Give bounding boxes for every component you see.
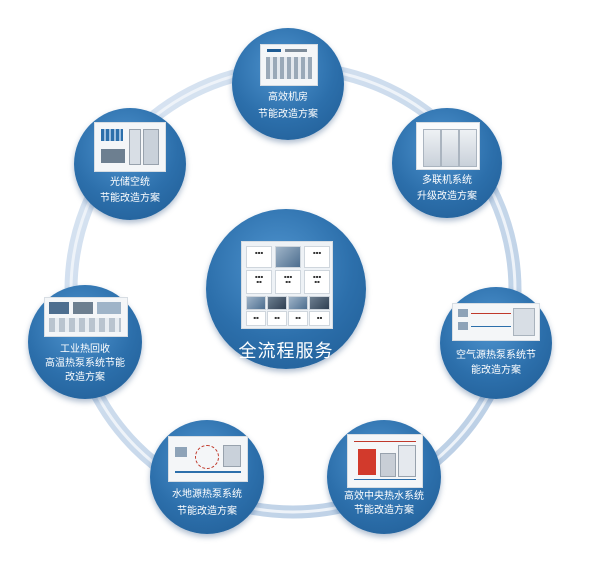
collage-cell (246, 296, 266, 310)
node-label-line1: 多联机系统 (422, 175, 472, 186)
collage-cell (275, 246, 301, 268)
center-label: 全流程服务 (238, 341, 334, 362)
node-multi-split: 多联机系统 升级改造方案 (392, 108, 502, 218)
center-collage: ▪▪▪ ▪▪▪ ▪▪▪▪▪ ▪▪▪▪▪ ▪▪▪▪▪ ▪▪ ▪▪ ▪▪ ▪▪ (241, 241, 333, 329)
solar-storage-thumbnail (94, 122, 166, 172)
center-node: ▪▪▪ ▪▪▪ ▪▪▪▪▪ ▪▪▪▪▪ ▪▪▪▪▪ ▪▪ ▪▪ ▪▪ ▪▪ 全流… (206, 209, 366, 369)
collage-cell: ▪▪▪▪▪ (304, 270, 330, 294)
collage-cell (309, 296, 330, 310)
collage-cell: ▪▪ (309, 311, 330, 326)
node-label-line2: 节能改造方案 (177, 506, 237, 517)
node-label-line2: 节能改造方案 (100, 193, 160, 204)
node-air-source-heat-pump: 空气源热泵系统节 能改造方案 (440, 287, 552, 399)
multi-split-thumbnail (416, 122, 480, 170)
node-water-ground-source: 水地源热泵系统 节能改造方案 (150, 420, 264, 534)
node-label-line2: 升级改造方案 (417, 191, 477, 202)
collage-cell: ▪▪ (267, 311, 287, 326)
node-label-line2: 节能改造方案 (258, 109, 318, 120)
node-label-line1: 高效机房 (268, 92, 308, 103)
node-label-line2: 节能改造方案 (354, 505, 414, 516)
central-hot-water-thumbnail (347, 434, 423, 488)
collage-cell: ▪▪▪▪▪ (246, 270, 272, 294)
node-label-line1: 光储空统 (110, 177, 150, 188)
collage-cell: ▪▪▪▪▪ (275, 270, 301, 294)
node-label-line1: 高效中央热水系统 (344, 491, 424, 502)
industrial-thumbnail (44, 297, 128, 337)
node-label-line2: 能改造方案 (471, 365, 521, 376)
node-label-line2: 高温热泵系统节能 (45, 358, 125, 369)
plant-thumbnail (260, 44, 318, 86)
collage-cell: ▪▪ (246, 311, 266, 326)
node-label-line1: 工业热回收 (60, 344, 110, 355)
collage-cell: ▪▪ (288, 311, 308, 326)
collage-cell (288, 296, 308, 310)
node-label-line1: 空气源热泵系统节 (456, 350, 536, 361)
collage-cell: ▪▪▪ (304, 246, 330, 268)
node-central-hot-water: 高效中央热水系统 节能改造方案 (327, 420, 441, 534)
collage-cell (267, 296, 287, 310)
air-source-thumbnail (452, 303, 540, 341)
node-high-efficiency-plant: 高效机房 节能改造方案 (232, 28, 344, 140)
water-source-thumbnail (168, 436, 248, 482)
node-label-line3: 改造方案 (65, 372, 105, 383)
node-label-line1: 水地源热泵系统 (172, 489, 242, 500)
node-industrial-heat-recovery: 工业热回收 高温热泵系统节能 改造方案 (28, 285, 142, 399)
node-solar-storage: 光储空统 节能改造方案 (74, 108, 186, 220)
collage-cell: ▪▪▪ (246, 246, 272, 268)
